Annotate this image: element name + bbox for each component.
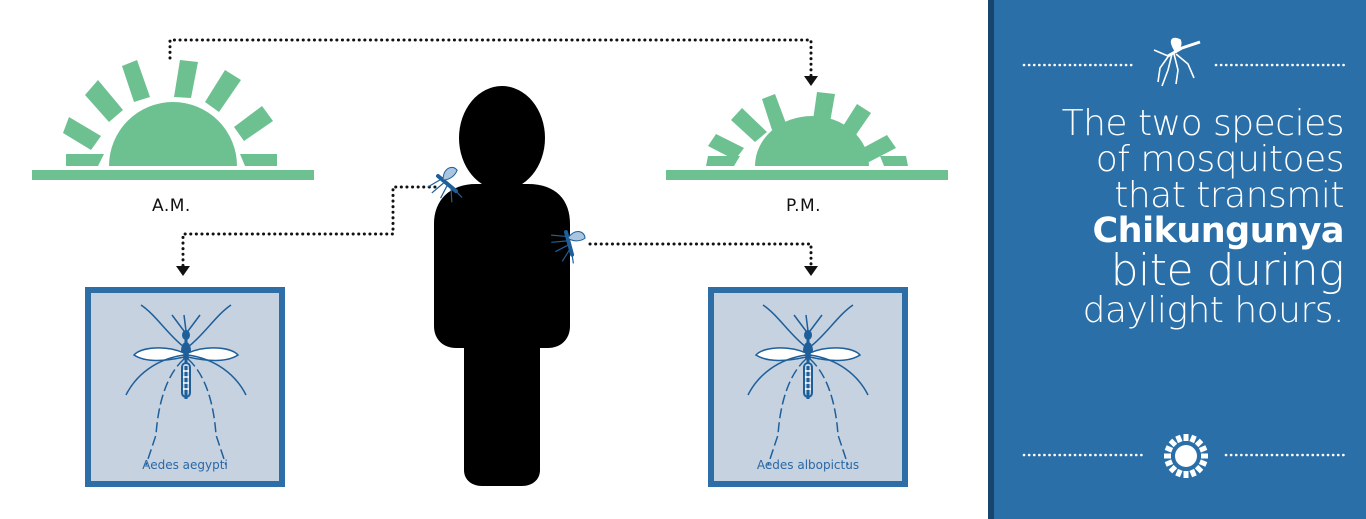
headline-line: of mosquitoes	[1095, 139, 1345, 180]
headline-line: bite during	[1110, 245, 1345, 296]
info-panel: The two species of mosquitoes that trans…	[988, 0, 1366, 519]
headline-line: that transmit	[1114, 175, 1344, 216]
sun-icon	[666, 92, 948, 180]
species-label-albopictus: Aedes albopictus	[756, 458, 860, 472]
pm-label: P.M.	[786, 196, 822, 216]
headline-line: The two species	[1061, 103, 1345, 144]
am-label: A.M.	[152, 196, 191, 216]
person-silhouette-icon	[434, 86, 570, 486]
diagram-canvas	[32, 38, 948, 487]
panel-decoration	[1022, 37, 1346, 478]
aegypti-specimen-box	[85, 287, 285, 487]
sun-icon	[32, 60, 314, 180]
arrowhead-aegypti	[176, 266, 190, 276]
albopictus-specimen-box	[708, 287, 908, 487]
species-label-aegypti: Aedes aegypti	[142, 458, 228, 472]
person-to-aegypti-connector	[181, 185, 437, 268]
mosquito-icon	[1153, 37, 1201, 87]
headline-line: daylight hours.	[1082, 290, 1345, 331]
headline-emphasis: Chikungunya	[1092, 211, 1344, 251]
person-to-albopictus-connector	[588, 242, 813, 270]
am-to-pm-connector	[168, 38, 813, 80]
arrowhead-pm	[804, 76, 818, 86]
connector-lines	[168, 38, 813, 270]
sun-icon	[1164, 434, 1208, 478]
panel-headline: The two species of mosquitoes that trans…	[1014, 103, 1345, 331]
arrowhead-albopictus	[804, 266, 818, 276]
